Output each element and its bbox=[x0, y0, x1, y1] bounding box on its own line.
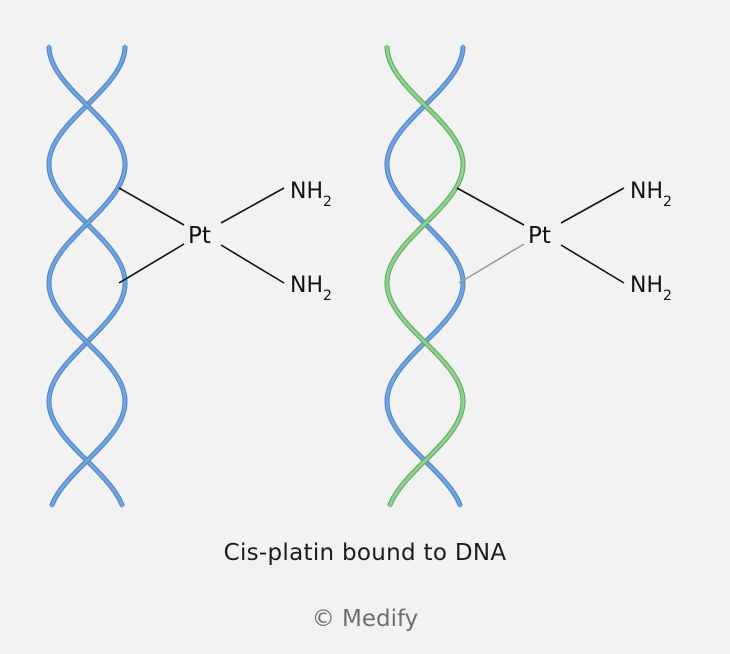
right-nh2-top-base: NH bbox=[630, 179, 663, 204]
left-strand-a bbox=[47, 44, 127, 508]
left-nh2-top-sub: 2 bbox=[323, 194, 332, 210]
left-nh2-bottom-sub: 2 bbox=[323, 288, 332, 304]
left-dna-helix bbox=[46, 44, 128, 508]
right-nh2-top-sub: 2 bbox=[663, 194, 672, 210]
right-strand-blue bbox=[385, 44, 465, 508]
left-pt-label: Pt bbox=[188, 223, 211, 249]
left-strand-b bbox=[47, 44, 127, 508]
left-nh2-top-label: NH2 bbox=[290, 179, 332, 210]
left-nh2-top-base: NH bbox=[290, 179, 323, 204]
figure-caption: Cis-platin bound to DNA bbox=[223, 540, 507, 566]
copyright-notice: © Medify bbox=[311, 606, 419, 632]
right-strand-green bbox=[385, 44, 465, 508]
left-bond-strand-top bbox=[118, 187, 185, 226]
left-nh2-bottom-base: NH bbox=[290, 273, 323, 298]
right-nh2-bottom-base: NH bbox=[630, 273, 663, 298]
left-pt-complex: Pt NH2 NH2 bbox=[118, 179, 332, 304]
left-bond-nh2-top bbox=[220, 187, 285, 224]
right-dna-helix bbox=[384, 44, 466, 508]
left-bond-strand-bottom bbox=[118, 243, 185, 284]
right-bond-nh2-bottom bbox=[560, 244, 625, 284]
right-pt-complex: Pt NH2 NH2 bbox=[456, 179, 672, 304]
right-nh2-bottom-label: NH2 bbox=[630, 273, 672, 304]
right-bond-strand-top bbox=[456, 187, 525, 226]
right-nh2-bottom-sub: 2 bbox=[663, 288, 672, 304]
right-pt-label: Pt bbox=[528, 223, 551, 249]
right-bond-strand-bottom bbox=[458, 243, 525, 284]
left-nh2-bottom-label: NH2 bbox=[290, 273, 332, 304]
right-bond-nh2-top bbox=[560, 187, 625, 224]
right-nh2-top-label: NH2 bbox=[630, 179, 672, 210]
left-bond-nh2-bottom bbox=[220, 244, 285, 284]
